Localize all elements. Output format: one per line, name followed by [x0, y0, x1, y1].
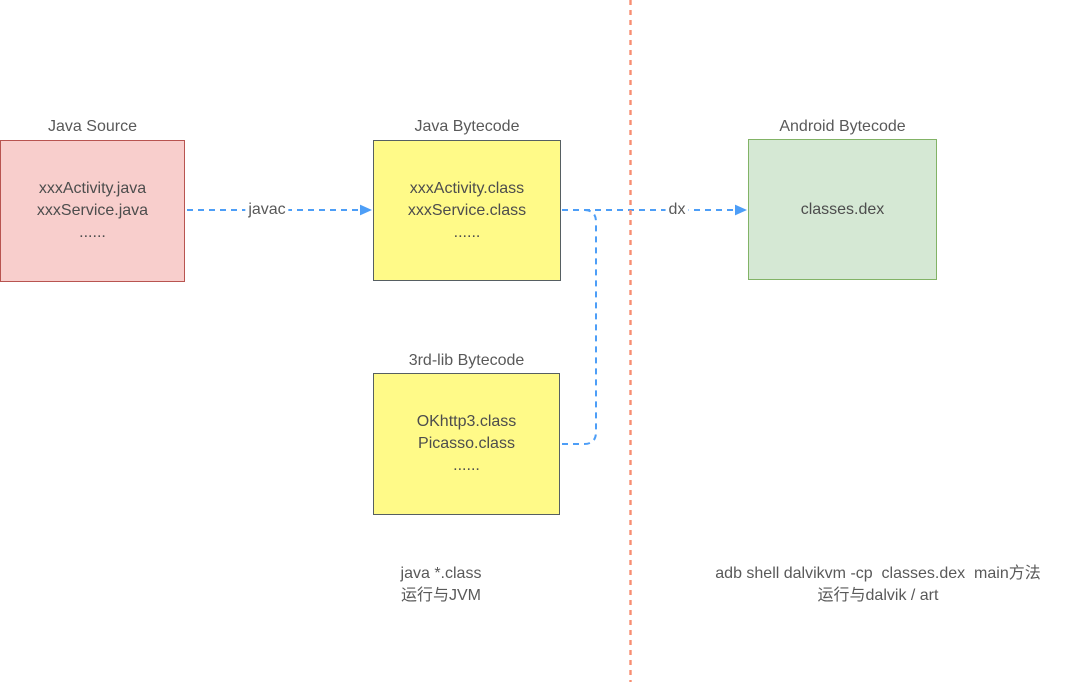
node-line: OKhttp3.class [416, 413, 517, 430]
node-line: xxxService.class [407, 201, 527, 219]
dalvik-caption-line: 运行与dalvik / art [817, 587, 939, 604]
thirdlib-bytecode-title: 3rd-lib Bytecode [408, 352, 525, 369]
thirdlib-connector-line [562, 209, 597, 445]
jvm-caption-line: java *.class [400, 565, 482, 582]
android-bytecode-node: classes.dex [748, 139, 937, 280]
android-bytecode-title: Android Bytecode [779, 118, 906, 135]
node-line: ...... [453, 223, 481, 241]
node-line: xxxActivity.java [38, 180, 147, 197]
javac-arrowhead-icon [360, 204, 372, 216]
java-bytecode-node: xxxActivity.class xxxService.class .....… [373, 140, 561, 281]
javac-edge-label: javac [245, 201, 289, 219]
jvm-caption: java *.class 运行与JVM [291, 563, 591, 607]
node-line: ...... [79, 224, 106, 241]
java-source-title: Java Source [48, 118, 137, 135]
dx-edge-label: dx [665, 201, 689, 219]
dalvik-caption: adb shell dalvikvm -cp classes.dex main方… [678, 563, 1078, 607]
dx-arrowhead-icon [735, 204, 747, 216]
node-line: xxxActivity.class [409, 179, 525, 197]
thirdlib-bytecode-node: OKhttp3.class Picasso.class ...... [373, 373, 560, 515]
node-line: classes.dex [800, 200, 885, 218]
node-line: xxxService.java [36, 202, 149, 219]
jvm-caption-line: 运行与JVM [400, 587, 481, 604]
java-source-node: xxxActivity.java xxxService.java ...... [0, 140, 185, 282]
java-bytecode-title: Java Bytecode [414, 118, 520, 135]
node-line: Picasso.class [418, 435, 515, 452]
dalvik-caption-line: adb shell dalvikvm -cp classes.dex main方… [715, 565, 1041, 582]
node-line: ...... [453, 457, 480, 474]
